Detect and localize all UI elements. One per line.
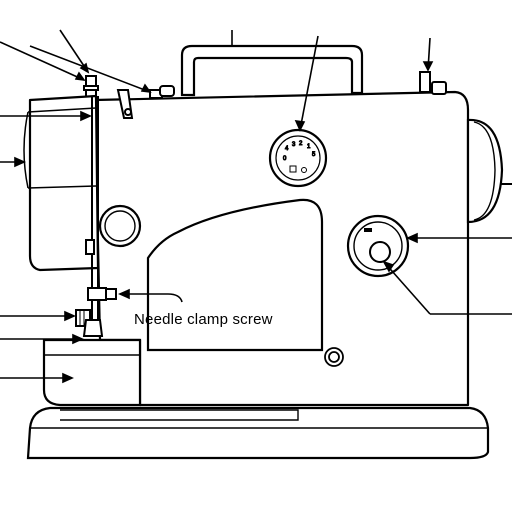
stitch-dial-num-5: 0 [283,156,287,162]
machine-head [23,94,100,272]
machine-base [26,406,490,460]
stitch-dial-num-3: 2 [299,141,303,147]
arm-opening [146,198,324,352]
stitch-dial-num-2: 3 [292,142,296,148]
stitch-dial-num-4: 1 [307,144,311,150]
spool-pin [419,71,447,95]
callout-lines [0,29,512,384]
stitch-length-dial[interactable]: 4 3 2 1 0 5 [268,128,328,188]
stitch-width-knob[interactable] [346,214,410,278]
bobbin-winder [98,204,142,248]
stitch-dial-num-6: 5 [312,152,316,158]
stitch-dial-num-1: 4 [285,146,289,152]
reverse-button[interactable] [324,347,344,367]
carrying-handle [180,44,364,97]
needle-plate [42,338,142,407]
needle-clamp-screw-label: Needle clamp screw [134,311,273,328]
handwheel[interactable] [466,118,504,224]
needle-bar [85,96,99,320]
needle-clamp [75,287,117,337]
thread-guide [83,75,175,119]
